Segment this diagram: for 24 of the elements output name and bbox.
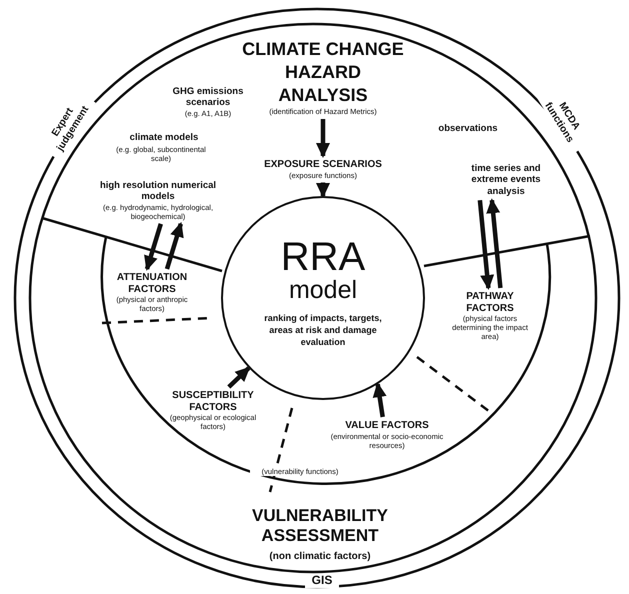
section-subheading: (non climatic factors)	[268, 551, 372, 562]
node-title: ATTENUATION FACTORS	[116, 272, 188, 295]
arrow	[316, 182, 330, 198]
model-subtitle: model	[288, 277, 358, 304]
arrow	[372, 382, 387, 418]
model-description: ranking of impacts, targets, areas at risk and damage evaluation	[263, 313, 383, 349]
ring-label: GIS	[305, 574, 339, 588]
arrow	[227, 366, 250, 389]
section-heading: VULNERABILITY ASSESSMENT	[251, 506, 389, 546]
arrow	[486, 198, 503, 288]
data-source: observations	[437, 123, 499, 134]
model-title: RRA	[280, 237, 366, 278]
arrow	[316, 119, 330, 158]
node-title: time series and extreme events analysis	[470, 163, 542, 198]
model-name: GHG emissions scenarios	[172, 86, 244, 109]
arrow	[144, 223, 163, 271]
node-title: PATHWAY FACTORS	[465, 291, 515, 314]
model-name: climate models	[128, 132, 200, 144]
arrow	[478, 200, 494, 290]
node-title: VALUE FACTORS	[344, 420, 430, 432]
node-title: EXPOSURE SCENARIOS	[263, 159, 383, 170]
arrow	[164, 222, 184, 270]
node-title: SUSCEPTIBILITY FACTORS	[171, 390, 255, 413]
node-title: high resolution numerical models	[98, 180, 218, 203]
